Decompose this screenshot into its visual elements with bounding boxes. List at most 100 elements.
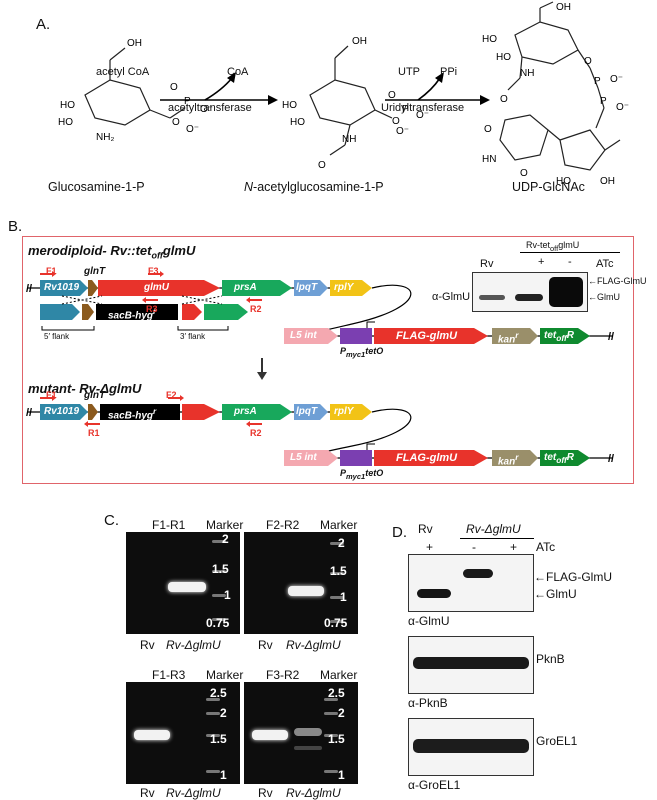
gene-glmU: [98, 280, 220, 296]
label-lpqT: lpqT: [296, 282, 318, 293]
label-tet-mut: tetoffR: [544, 452, 574, 465]
gel2-ladder-2: 1: [340, 590, 347, 604]
inset-label-flag: ←FLAG-GlmU: [588, 276, 647, 286]
svg-text:P: P: [600, 96, 607, 107]
gel1-ladder-band: [212, 618, 226, 621]
gel4-ladder-0: 2.5: [328, 686, 345, 700]
svg-text:HO: HO: [282, 100, 297, 111]
gel1-ladder-band: [212, 570, 226, 573]
gel4-lane-rv: Rv: [258, 786, 273, 800]
svg-text:O⁻: O⁻: [200, 104, 213, 115]
svg-text:HO: HO: [58, 117, 73, 128]
gel3-ladder-0: 2.5: [210, 686, 227, 700]
gel3-ladder-band: [206, 712, 220, 715]
promoter-pmyc: [340, 328, 372, 344]
gel4-ladder-band: [324, 712, 338, 715]
svg-text:O⁻: O⁻: [396, 126, 409, 137]
label-rplY: rplY: [334, 282, 354, 293]
svg-text://: //: [608, 453, 614, 465]
svg-text:NH: NH: [342, 134, 356, 145]
primer-f2: F2: [166, 390, 177, 400]
svg-text:P: P: [402, 104, 409, 115]
gel4-lane-mut: Rv-ΔglmU: [286, 786, 341, 800]
svg-text:HO: HO: [482, 34, 497, 45]
label-prsA-mut: prsA: [234, 406, 257, 417]
svg-text:OH: OH: [352, 36, 367, 47]
gene-flag-glmU: [374, 328, 488, 344]
gel2-marker: Marker: [320, 518, 358, 532]
label-5-flank: 5′ flank: [44, 332, 70, 341]
svg-text:P: P: [184, 96, 191, 107]
gel4-title: F3-R2: [266, 668, 300, 682]
svg-text:OH: OH: [600, 176, 615, 187]
inset-lane-minus: -: [568, 256, 572, 268]
blot-pknb: [408, 636, 534, 694]
gel3-band: [134, 730, 170, 740]
label-lpqT-mut: lpqT: [296, 406, 318, 417]
panel-c-letter: C.: [104, 512, 119, 529]
svg-text:O⁻: O⁻: [616, 102, 629, 113]
gel4: 2.5 2 1.5 1: [244, 682, 358, 784]
svg-text:O: O: [520, 168, 528, 179]
svg-text:HO: HO: [496, 52, 511, 63]
gene-l5int: [284, 328, 338, 344]
atc-sign-3: +: [510, 540, 518, 554]
label-glnT-mut: glnT: [84, 390, 106, 401]
reaction2-enzyme: Uridyltransferase: [381, 102, 465, 114]
reaction1-product: CoA: [227, 66, 249, 78]
panel-a-chemistry: OH HO HO NH₂ O P O O⁻ O⁻ OH HO HO NH O O…: [58, 1, 629, 187]
svg-text:O⁻: O⁻: [610, 74, 623, 85]
gel3-ladder-band: [206, 770, 220, 773]
gel4-ladder-2: 1.5: [328, 732, 345, 746]
blot-pknb-label: PknB: [536, 652, 565, 666]
svg-text://: //: [608, 331, 614, 343]
svg-text:HO: HO: [290, 117, 305, 128]
svg-text:O⁻: O⁻: [416, 110, 429, 121]
gel1-ladder-band: [212, 594, 226, 597]
gene-rplY: [330, 280, 372, 296]
panel-d-lane-rv: Rv: [418, 522, 433, 536]
label-pmyc: Pmyc1tetO: [340, 346, 384, 359]
gel4-ladder-band: [324, 698, 338, 701]
label-tet: tetoffR: [544, 330, 574, 343]
compound1-label: Glucosamine-1-P: [48, 180, 145, 194]
oh-label: OH: [127, 38, 142, 49]
primer-f3: F3: [148, 266, 159, 276]
panel-a-letter: A.: [36, 16, 51, 33]
blot-pknb-antibody: α-PknB: [408, 696, 448, 710]
svg-text:HN: HN: [482, 154, 496, 165]
glcnac-structure: [309, 45, 393, 156]
blot-groel1: [408, 718, 534, 776]
inset-header: Rv-tetoffglmU: [526, 240, 580, 253]
primer-f1-top: F1: [46, 266, 57, 276]
label-rv1019: Rv1019: [44, 282, 80, 293]
svg-text:O: O: [170, 82, 178, 93]
svg-text://: //: [26, 283, 32, 295]
genetic-map: // // // // // //: [26, 271, 614, 466]
gel1-lane-rv: Rv: [140, 638, 155, 652]
reaction1-enzyme: acetyltransferase: [168, 102, 252, 114]
reaction1-substrate: acetyl CoA: [96, 66, 150, 78]
label-rplY-mut: rplY: [334, 406, 354, 417]
atc-label: ATc: [536, 540, 556, 554]
gel2-ladder-band: [330, 596, 344, 599]
gel2-ladder-0: 2: [338, 536, 345, 550]
gene-kan: [492, 328, 538, 344]
primer-f1-mut: F1: [46, 390, 57, 400]
svg-text:NH₂: NH₂: [96, 132, 114, 143]
gel1-band: [168, 582, 206, 592]
gel3-lane-rv: Rv: [140, 786, 155, 800]
gel1-ladder-3: 0.75: [206, 616, 230, 630]
gel2-ladder-band: [330, 542, 344, 545]
gel3-ladder-2: 1.5: [210, 732, 227, 746]
gel2-ladder-band: [330, 620, 344, 623]
label-kan: kanr: [498, 330, 519, 346]
gel2-ladder-band: [330, 572, 344, 575]
svg-text:P: P: [594, 76, 601, 87]
label-sacB-hyg: sacB-hygr: [108, 306, 157, 322]
blot-glmu-band-rv: [417, 589, 451, 598]
panel-b-frame: [22, 236, 634, 484]
gel3: 2.5 2 1.5 1: [126, 682, 240, 784]
blot-glmu-label-flag: ←FLAG-GlmU: [534, 570, 612, 584]
inset-header-line: [520, 252, 620, 253]
